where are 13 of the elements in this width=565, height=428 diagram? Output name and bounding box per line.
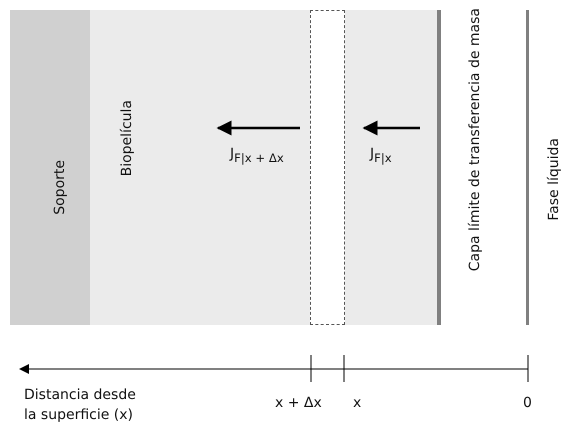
layer-label: Capa límite de transferencia de masa: [467, 8, 483, 272]
band-label: Biopelícula: [119, 100, 135, 176]
flux-label: J$_{F|x + Δx}$: [230, 146, 284, 165]
phase-label: Fase líquida: [546, 138, 562, 221]
support-band: [10, 10, 90, 325]
tick-label: 0: [523, 395, 532, 411]
band-label: Soporte: [52, 160, 68, 215]
slice-box: [310, 10, 345, 325]
flux-label: J$_{F|x}$: [370, 146, 392, 165]
tick-label: x + Δx: [275, 395, 322, 411]
axis-title: Distancia desde la superficie (x): [24, 386, 137, 425]
biofilm-band: [90, 10, 437, 325]
tick-label: x: [353, 395, 362, 411]
